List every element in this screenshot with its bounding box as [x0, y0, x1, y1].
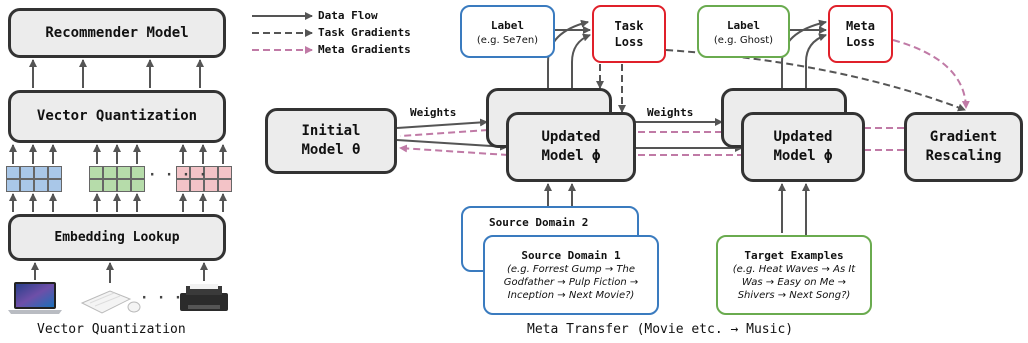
- label-target-title: Label: [726, 18, 761, 32]
- initial-model-box: Initial Model θ: [265, 108, 397, 174]
- keyboard-mouse-icon: [80, 285, 142, 315]
- legend-task-gradients: Task Gradients: [318, 26, 411, 39]
- updated-model-box-1: Updated Model ϕ: [506, 112, 636, 182]
- printer-icon: [176, 283, 232, 315]
- meta-loss-line2: Loss: [846, 35, 875, 49]
- meta-loss-box: Meta Loss: [828, 5, 893, 63]
- gradient-rescaling-box: Gradient Rescaling: [904, 112, 1023, 182]
- meta-loss-line1: Meta: [846, 19, 875, 33]
- embedding-lookup-label: Embedding Lookup: [54, 230, 180, 245]
- embedding-grid-green: [89, 166, 145, 192]
- legend-data-flow: Data Flow: [318, 9, 378, 22]
- recommender-model-label: Recommender Model: [45, 24, 189, 41]
- task-loss-line2: Loss: [614, 35, 644, 49]
- source-domain-1-desc: (e.g. Forrest Gump → The Godfather → Pul…: [503, 264, 639, 301]
- embedding-grid-blue: [6, 166, 62, 192]
- target-examples-label: Target Examples: [744, 249, 844, 262]
- weights-label-2: Weights: [647, 106, 694, 119]
- laptop-icon: [8, 281, 62, 315]
- embedding-ellipsis: · · · ·: [148, 167, 208, 183]
- label-source-title: Label: [490, 18, 525, 32]
- vector-quantization-label: Vector Quantization: [36, 108, 198, 124]
- target-examples-desc: (e.g. Heat Waves → As It Was → Easy on M…: [732, 264, 856, 301]
- label-box-target: Label (e.g. Ghost): [697, 5, 790, 58]
- label-target-example: (e.g. Ghost): [713, 34, 774, 46]
- label-source-example: (e.g. Se7en): [476, 34, 539, 46]
- meta-transfer-caption: Meta Transfer (Movie etc. → Music): [527, 322, 794, 337]
- vector-quantization-box: Vector Quantization: [8, 90, 226, 143]
- task-loss-box: Task Loss: [592, 5, 666, 63]
- vector-quantization-caption: Vector Quantization: [37, 322, 186, 337]
- updated-model-2-line1: Updated: [773, 129, 833, 145]
- initial-model-line2: Model θ: [301, 142, 361, 158]
- label-box-source: Label (e.g. Se7en): [460, 5, 555, 58]
- embedding-grid-pink: [176, 166, 232, 192]
- updated-model-2-line2: Model ϕ: [773, 148, 833, 164]
- gradient-rescaling-line1: Gradient: [929, 129, 998, 145]
- updated-model-1-line1: Updated: [541, 129, 601, 145]
- source-domain-2-label: Source Domain 2: [489, 216, 589, 229]
- weights-label-1: Weights: [410, 106, 457, 119]
- updated-model-box-2: Updated Model ϕ: [741, 112, 865, 182]
- embedding-lookup-box: Embedding Lookup: [8, 214, 226, 261]
- initial-model-line1: Initial: [301, 123, 361, 139]
- target-examples-box: Target Examples (e.g. Heat Waves → As It…: [716, 235, 872, 315]
- task-loss-line1: Task: [614, 19, 644, 33]
- gradient-rescaling-line2: Rescaling: [925, 148, 1002, 164]
- updated-model-1-line2: Model ϕ: [541, 148, 601, 164]
- source-domain-1-box: Source Domain 1 (e.g. Forrest Gump → The…: [483, 235, 659, 315]
- source-domain-1-label: Source Domain 1: [521, 249, 621, 262]
- ellipsis-devices: · · ·: [140, 290, 183, 306]
- legend-meta-gradients: Meta Gradients: [318, 43, 411, 56]
- recommender-model-box: Recommender Model: [8, 8, 226, 58]
